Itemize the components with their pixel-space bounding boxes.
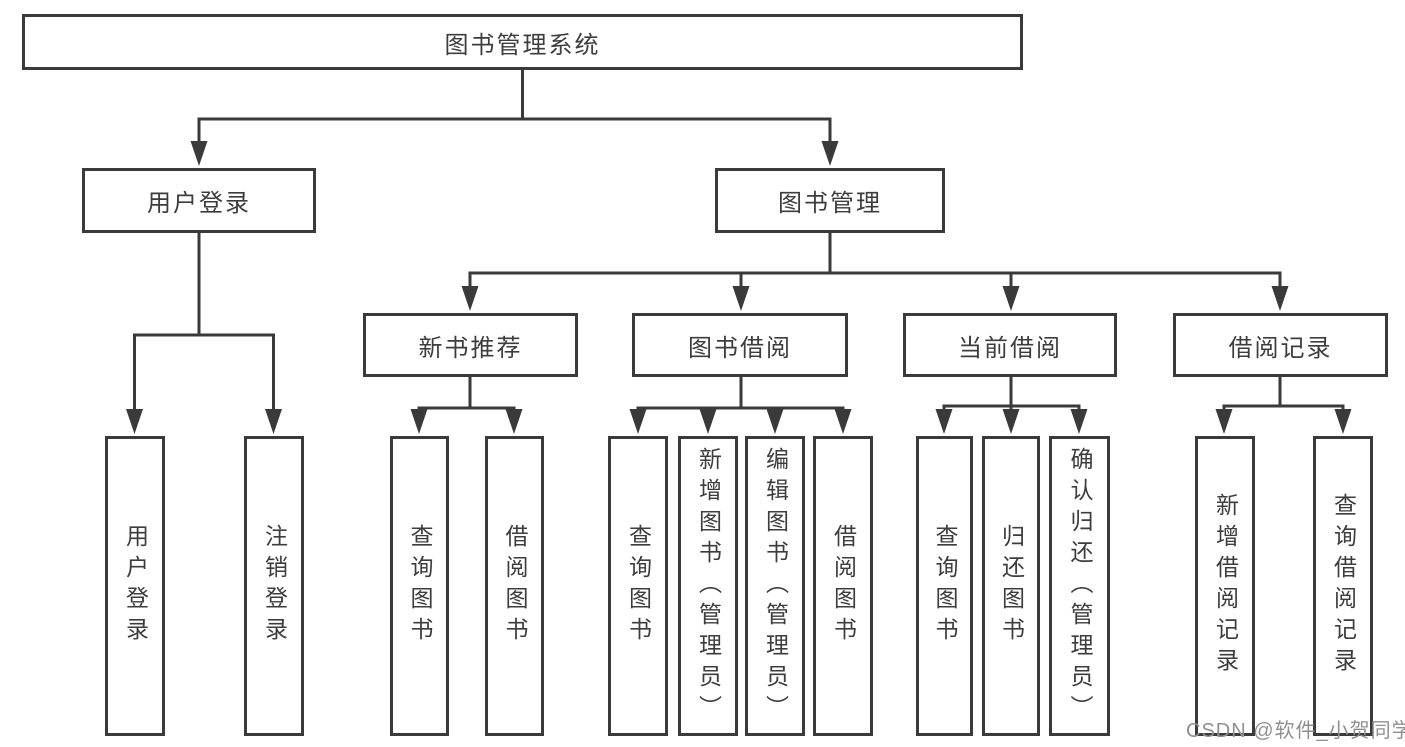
watermark: CSDN @软件_小贺同学 bbox=[1186, 720, 1405, 742]
leaf-edit-book-admin: 编辑图书（管理员） bbox=[745, 436, 805, 736]
leaf-add-book-admin: 新增图书（管理员） bbox=[678, 436, 738, 736]
node-current-borrow: 当前借阅 bbox=[903, 313, 1117, 377]
leaf-confirm-return-admin: 确认归还（管理员） bbox=[1049, 436, 1110, 736]
node-book-management: 图书管理 bbox=[715, 168, 945, 233]
node-root: 图书管理系统 bbox=[22, 14, 1023, 70]
leaf-logout: 注销登录 bbox=[244, 436, 304, 736]
node-user-login: 用户登录 bbox=[82, 168, 316, 233]
leaf-query-books-3: 查询图书 bbox=[916, 436, 973, 736]
leaf-borrow-books-2: 借阅图书 bbox=[813, 436, 873, 736]
node-book-borrow: 图书借阅 bbox=[632, 313, 848, 377]
leaf-add-borrow-record: 新增借阅记录 bbox=[1195, 436, 1255, 736]
arrowheads bbox=[126, 141, 1352, 434]
node-borrow-records: 借阅记录 bbox=[1173, 313, 1388, 377]
leaf-return-book: 归还图书 bbox=[982, 436, 1040, 736]
leaf-user-login: 用户登录 bbox=[105, 436, 165, 736]
leaf-borrow-books-1: 借阅图书 bbox=[485, 436, 544, 736]
leaf-query-books-2: 查询图书 bbox=[608, 436, 668, 736]
node-new-book-recommend: 新书推荐 bbox=[363, 313, 578, 377]
leaf-query-books-1: 查询图书 bbox=[390, 436, 449, 736]
leaf-query-borrow-record: 查询借阅记录 bbox=[1313, 436, 1373, 736]
